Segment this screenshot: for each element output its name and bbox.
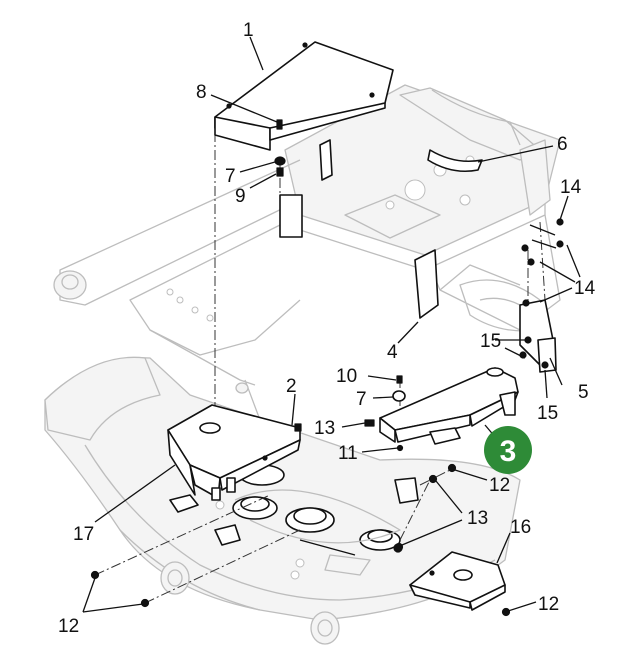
step-badge-circle — [484, 426, 532, 474]
callout-10: 10 — [336, 366, 357, 387]
callout-15-bottom: 15 — [537, 403, 558, 424]
callout-13-lower: 13 — [467, 508, 488, 529]
callout-4: 4 — [387, 342, 398, 363]
part-2-deck-bracket — [167, 404, 302, 501]
callout-6: 6 — [557, 134, 568, 155]
callout-12-right: 12 — [489, 475, 510, 496]
callout-16: 16 — [510, 517, 531, 538]
part-5-hitch-bracket — [519, 299, 557, 373]
callout-15-left: 15 — [480, 331, 501, 352]
callout-labels: 1 2 4 5 6 7 7 8 9 10 11 12 12 12 13 13 1… — [58, 20, 596, 637]
step-badge-number: 3 — [500, 435, 517, 468]
callout-2: 2 — [286, 376, 297, 397]
leader-lines — [82, 36, 581, 613]
callout-7-top: 7 — [225, 166, 236, 187]
part-4-hanging-bracket — [279, 139, 439, 319]
callout-1: 1 — [243, 20, 254, 41]
ghost-tractor-frame — [53, 84, 561, 421]
fastener-12-13-right — [90, 463, 511, 617]
fastener-8-7-9 — [274, 119, 286, 177]
callout-12-bottom-left: 12 — [58, 616, 79, 637]
callout-13-mid: 13 — [314, 418, 335, 439]
part-16-right-cover — [409, 551, 506, 611]
part-6-slot-bracket — [427, 149, 483, 173]
ghost-mower-deck — [44, 356, 521, 645]
callout-8: 8 — [196, 82, 207, 103]
callout-7-mid: 7 — [356, 389, 367, 410]
callout-12-bottom-right: 12 — [538, 594, 559, 615]
callout-5: 5 — [578, 382, 589, 403]
part-3-long-bracket — [379, 367, 519, 445]
step-badge: 3 — [484, 426, 532, 474]
callout-14-lower: 14 — [574, 278, 596, 299]
callout-9: 9 — [235, 186, 246, 207]
callout-17: 17 — [73, 524, 94, 545]
callout-11: 11 — [338, 443, 358, 464]
callout-14-top: 14 — [560, 177, 582, 198]
